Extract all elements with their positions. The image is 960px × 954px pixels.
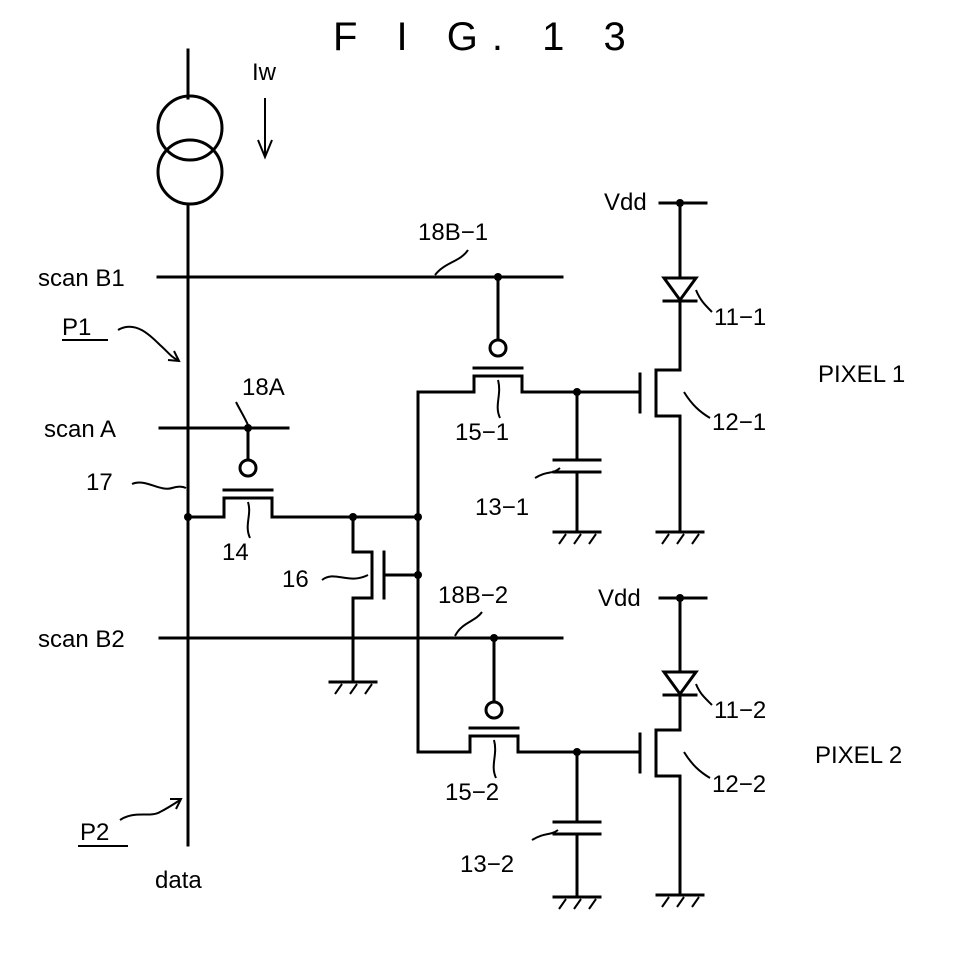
- transistor-12-2: [640, 705, 680, 895]
- ground-icon: [657, 895, 703, 907]
- transistor-12-1: [640, 345, 680, 532]
- ground-icon: [554, 532, 600, 544]
- figure-title: F I G. 1 3: [333, 15, 640, 59]
- node-14-label: 14: [222, 539, 249, 566]
- scan-b1-label: scan B1: [38, 265, 125, 292]
- node-18a-leader: [236, 402, 248, 425]
- p1-leader: [118, 327, 178, 360]
- node-11-2-label: 11−2: [714, 697, 766, 724]
- current-source-symbol: [158, 50, 222, 204]
- transistor-15-2: [418, 634, 640, 752]
- capacitor-13-2: [554, 748, 600, 897]
- node-15-2-label: 15−2: [445, 779, 499, 806]
- node-16-label: 16: [282, 566, 309, 593]
- data-label: data: [155, 867, 202, 894]
- node-15-1-label: 15−1: [455, 419, 509, 446]
- node-17-leader: [132, 482, 186, 488]
- node-12-1-label: 12−1: [712, 409, 766, 436]
- node-13-2-label: 13−2: [460, 851, 514, 878]
- node-14-leader: [248, 502, 250, 538]
- scan-b2-label: scan B2: [38, 626, 125, 653]
- vdd-rail-1: [660, 199, 706, 207]
- vdd-2-label: Vdd: [598, 585, 641, 612]
- node-12-1-leader: [684, 392, 710, 418]
- p2-leader: [120, 800, 180, 820]
- node-17-label: 17: [86, 469, 113, 496]
- node-11-1-label: 11−1: [714, 304, 766, 331]
- capacitor-13-1: [554, 388, 600, 532]
- ground-icon: [657, 532, 703, 544]
- iw-label: Iw: [252, 59, 277, 86]
- node-15-1-leader: [498, 380, 500, 418]
- iw-arrow-icon: [258, 98, 272, 157]
- ground-icon: [554, 897, 600, 909]
- node-12-2-leader: [684, 752, 710, 778]
- node-11-1-leader: [696, 290, 712, 312]
- node-13-1-label: 13−1: [475, 494, 529, 521]
- junction-dot: [244, 424, 252, 432]
- vdd-1-label: Vdd: [604, 189, 647, 216]
- node-15-2-leader: [494, 740, 496, 778]
- node-11-2-leader: [696, 684, 712, 705]
- p2-label: P2: [80, 819, 109, 846]
- node-18b1-leader: [435, 250, 468, 275]
- junction-dot: [184, 513, 192, 521]
- transistor-14: [188, 428, 418, 517]
- ground-icon: [330, 682, 376, 694]
- vdd-rail-2: [660, 594, 706, 602]
- scan-a-label: scan A: [44, 416, 116, 443]
- node-18b2-label: 18B−2: [438, 582, 508, 609]
- node-18a-label: 18A: [242, 374, 285, 401]
- junction-dot: [414, 513, 422, 521]
- oled-11-2: [664, 598, 696, 705]
- node-16-leader: [322, 575, 368, 580]
- pixel-2-label: PIXEL 2: [815, 742, 902, 769]
- transistor-15-1: [418, 273, 640, 392]
- oled-11-1: [664, 203, 696, 345]
- p1-label: P1: [62, 314, 91, 341]
- p1-arrow-icon: [168, 351, 179, 361]
- node-18b1-label: 18B−1: [418, 219, 488, 246]
- pixel-1-label: PIXEL 1: [818, 361, 905, 388]
- node-18b2-leader: [455, 612, 482, 636]
- node-12-2-label: 12−2: [712, 771, 766, 798]
- transistor-16: [349, 513, 422, 682]
